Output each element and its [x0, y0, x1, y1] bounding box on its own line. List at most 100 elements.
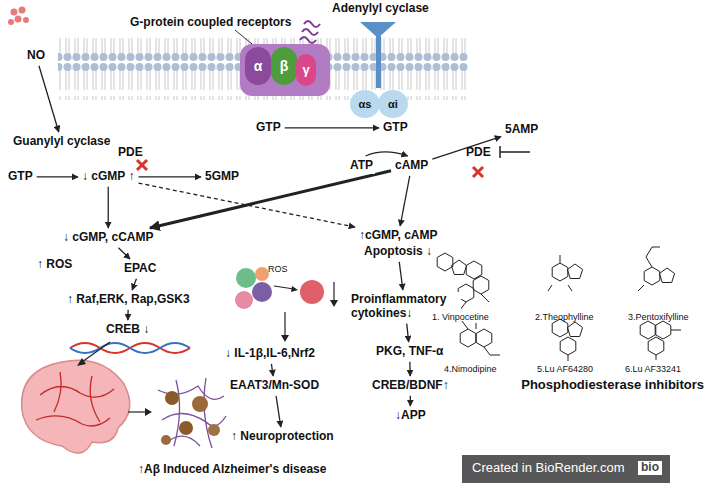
- text-label: Created in BioRender.com: [472, 461, 624, 476]
- pathway-node: 5GMP: [203, 169, 241, 185]
- gpcr-helices: [300, 21, 320, 43]
- dna-helix: [70, 343, 190, 353]
- immune-cells: [235, 267, 338, 342]
- pathway-arrow: [410, 396, 411, 406]
- pathway-arrowhead: [77, 358, 86, 366]
- node-text: GTP: [256, 120, 281, 134]
- node-text: ↑cGMP, cAMP: [359, 228, 437, 242]
- node-text: ↓APP: [395, 408, 426, 422]
- pathway-arrow: [366, 152, 408, 156]
- pathway-node: CREB/BDNF↑: [370, 378, 451, 394]
- pathway-node: ↓ cGMP, cCAMP: [61, 230, 155, 246]
- node-text: CREB ↓: [106, 322, 149, 336]
- text-label: 6.Lu AF33241: [625, 364, 681, 374]
- node-text: β: [280, 58, 289, 74]
- pathway-arrow: [132, 279, 136, 290]
- pathway-arrow: [407, 324, 409, 342]
- pathway-node: ↑ Raf,ERK, Rap,GSK3: [65, 292, 192, 308]
- pathway-arrow: [399, 262, 403, 290]
- node-text: NO: [27, 48, 45, 62]
- pathway-node: ↓APP: [393, 408, 428, 424]
- node-text: ↑ Raf,ERK, Rap,GSK3: [67, 292, 190, 306]
- node-text: PKG, TNF-α: [376, 344, 443, 358]
- node-text: cAMP: [395, 158, 428, 172]
- text-label: Phosphodiesterase inhibitors: [521, 378, 704, 393]
- node-text: CREB/BDNF↑: [372, 378, 449, 392]
- leader-line: [235, 30, 252, 44]
- node-text: ↓ IL-1β,IL-6,Nrf2: [225, 346, 315, 360]
- node-text: GTP: [383, 120, 408, 134]
- node-text: ↑ ROS: [37, 257, 72, 271]
- pathway-node: ↑ ROS: [35, 257, 74, 273]
- pathway-arrow: [127, 310, 129, 320]
- pathway-arrow: [108, 187, 109, 228]
- pathway-node: Apoptosis ↓: [362, 244, 434, 260]
- pathway-arrow: [285, 127, 379, 128]
- pathway-arrow: [82, 342, 110, 362]
- node-text: ↓ cGMP ↑: [82, 169, 134, 183]
- pathway-node: GTP: [6, 169, 35, 185]
- node-text: ↑ Neuroprotection: [231, 429, 334, 443]
- node-text: EPAC: [124, 261, 156, 275]
- node-text: ATP: [350, 158, 373, 172]
- pathway-node: Guanylyl cyclase: [11, 134, 112, 150]
- pathway-node: ↑Aβ Induced Alzheimer's disease: [136, 462, 328, 478]
- node-text: ↑Aβ Induced Alzheimer's disease: [138, 462, 326, 476]
- pde-inhibitor-structures: [437, 247, 681, 361]
- amyloid-plaque: [158, 378, 226, 448]
- text-label: PDE: [466, 146, 491, 160]
- pathway-arrow: [400, 176, 410, 226]
- pathway-node: ↓ IL-1β,IL-6,Nrf2: [223, 346, 317, 362]
- node-text: γ: [302, 62, 309, 77]
- pathway-arrow: [432, 137, 501, 159]
- pathway-node: 5AMP: [503, 122, 540, 138]
- node-text: α: [254, 58, 263, 74]
- pathway-node: EPAC: [122, 261, 158, 277]
- node-text: αs: [359, 98, 372, 110]
- pathway-arrow: [276, 396, 281, 427]
- node-text: GTP: [8, 169, 33, 183]
- text-label: 5.Lu AF64280: [537, 364, 593, 374]
- pde-x-marks: [137, 160, 483, 177]
- no-dots: [8, 7, 29, 26]
- node-text: 5AMP: [505, 122, 538, 136]
- cell-membrane: [58, 38, 468, 100]
- node-text: Apoptosis ↓: [364, 244, 432, 258]
- text-label: ROS: [268, 264, 288, 274]
- node-text: αi: [388, 98, 398, 110]
- pathway-node: α: [245, 47, 271, 85]
- pathway-node: γ: [296, 54, 316, 86]
- pathway-node: GTP: [381, 120, 410, 136]
- node-text: 5GMP: [205, 169, 239, 183]
- text-label: 4.Nimodipine: [444, 364, 497, 374]
- adenylyl-cyclase: [360, 22, 396, 88]
- pathway-node: β: [271, 47, 297, 85]
- pathway-node: NO: [25, 48, 47, 64]
- pathway-arrow: [128, 411, 146, 412]
- pathway-node: αs: [350, 90, 380, 118]
- gpcr-body: [240, 44, 330, 96]
- pathway-node: GTP: [254, 120, 283, 136]
- pathway-node: ↑ Neuroprotection: [229, 429, 336, 445]
- pathway-arrow: [409, 362, 411, 376]
- pathway-node: ATP: [348, 158, 375, 174]
- text-label: 1. Vinpocetine: [432, 312, 489, 322]
- pathway-node: ↑cGMP, cAMP: [357, 228, 439, 244]
- pathway-arrowhead: [145, 408, 152, 416]
- pathway-node: cAMP: [393, 158, 430, 174]
- pathway-node: CREB ↓: [104, 322, 151, 338]
- text-label: bio: [638, 461, 662, 475]
- pathway-arrow: [37, 176, 78, 177]
- pathway-node: EAAT3/Mn-SOD: [228, 378, 321, 394]
- pathway-arrow: [150, 171, 391, 228]
- text-label: Adenylyl cyclase: [332, 2, 429, 16]
- biorender-badge: [462, 455, 670, 483]
- pathway-arrow: [271, 364, 273, 376]
- inhibition-bar: [500, 146, 530, 158]
- node-text: Guanylyl cyclase: [13, 134, 110, 148]
- brain: [22, 360, 130, 453]
- text-label: 3.Pentoxifylline: [628, 312, 689, 322]
